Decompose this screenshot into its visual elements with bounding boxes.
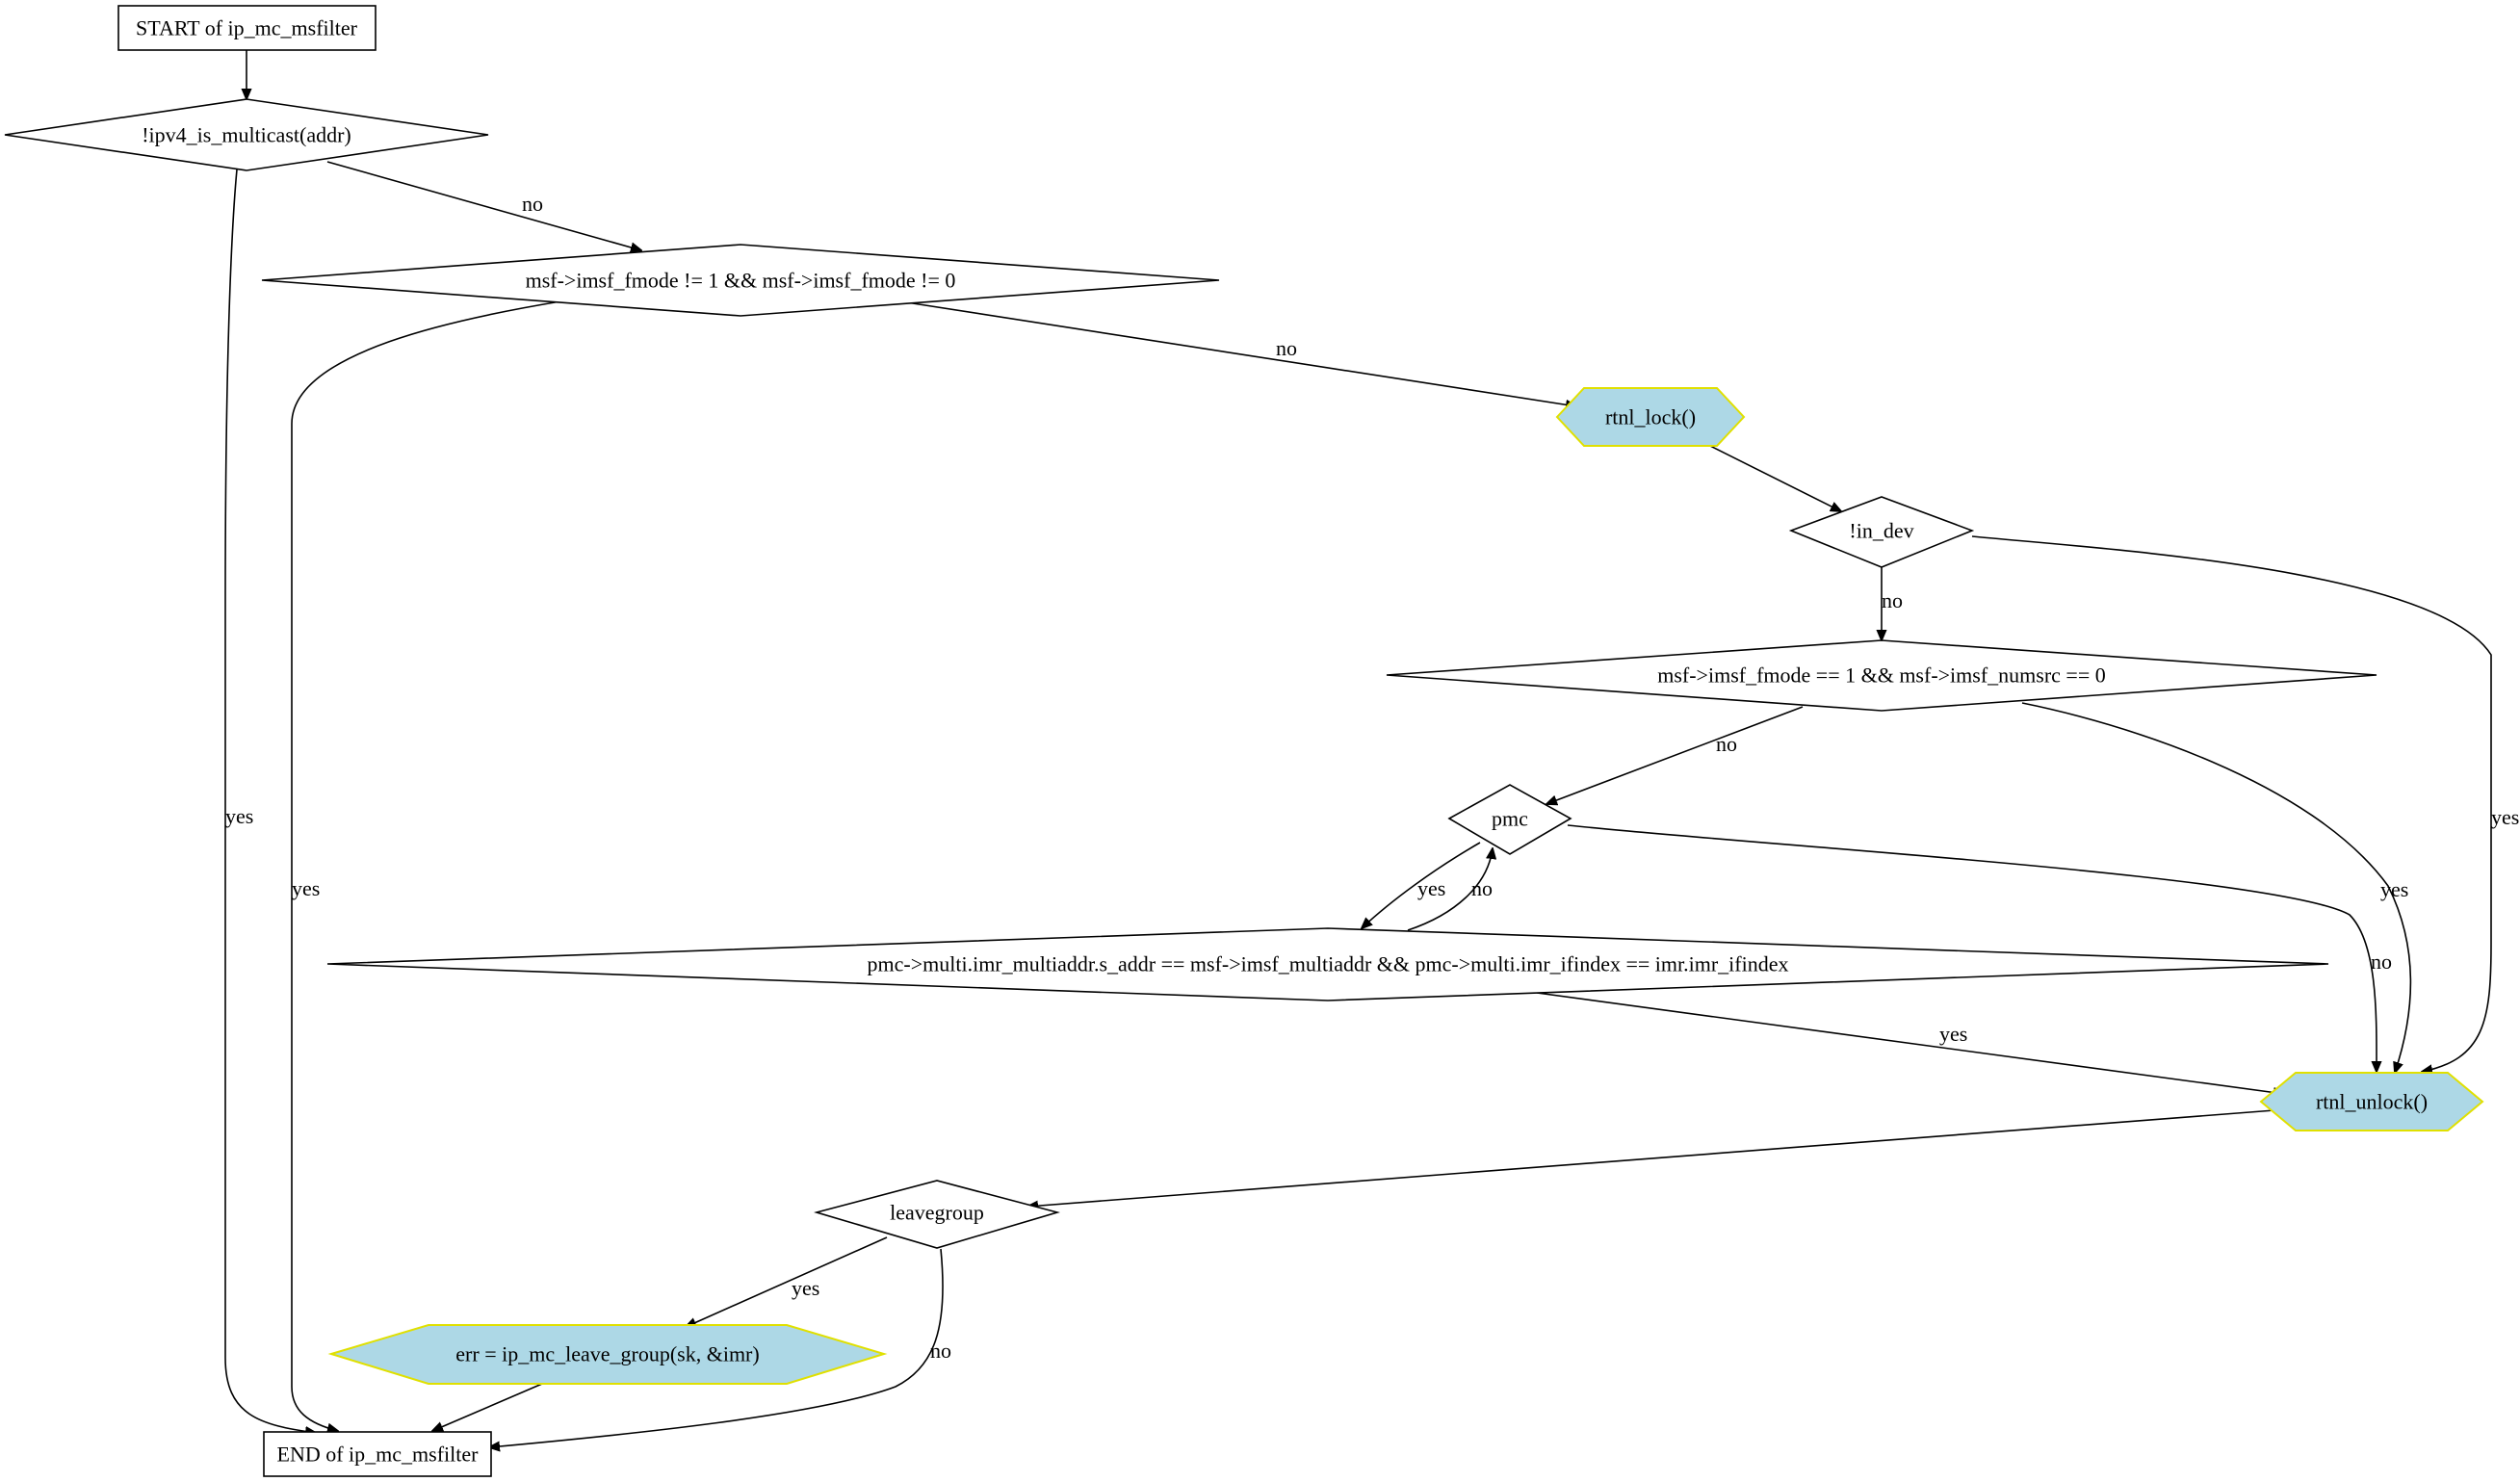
node-pmc: pmc (1447, 784, 1572, 855)
edge-leavegroup-no (489, 1248, 944, 1447)
edge-label-pmc-yes: yes (1417, 876, 1445, 900)
node-start-label: START of ip_mc_msfilter (136, 16, 358, 40)
node-leave-group-label: err = ip_mc_leave_group(sk, &imr) (455, 1342, 759, 1366)
edge-label-addr-no: no (1471, 876, 1493, 900)
edge-label-addr-yes: yes (1939, 1022, 1967, 1046)
edge-fmode-no (899, 300, 1576, 406)
edge-lock-to-indev (1703, 442, 1841, 511)
node-start: START of ip_mc_msfilter (117, 5, 377, 51)
edge-label-fmode-no: no (1276, 336, 1297, 360)
node-rtnl-unlock: rtnl_unlock() (2259, 1072, 2484, 1131)
edge-label-indev-no: no (1882, 588, 1903, 612)
edges: no yes no yes no yes no yes yes no no ye… (224, 50, 2519, 1447)
edge-label-leavegroup-no: no (930, 1339, 951, 1363)
edge-unlock-to-leavegroup (1027, 1109, 2275, 1207)
node-rtnl-lock-label: rtnl_lock() (1605, 405, 1696, 429)
edge-multicast-yes (224, 169, 316, 1433)
node-leave-group: err = ip_mc_leave_group(sk, &imr) (327, 1324, 888, 1385)
node-numsrc-check: msf->imsf_fmode == 1 && msf->imsf_numsrc… (1386, 639, 2377, 712)
edge-leavegroup-yes (686, 1236, 888, 1327)
edge-label-multicast-yes: yes (225, 804, 253, 828)
edge-label-pmc-no: no (2371, 949, 2392, 974)
node-leavegroup-label: leavegroup (890, 1201, 984, 1225)
edge-label-numsrc-no: no (1716, 732, 1737, 756)
edge-indev-yes (1971, 535, 2492, 1072)
node-in-dev-label: !in_dev (1849, 519, 1913, 543)
node-fmode-check: msf->imsf_fmode != 1 && msf->imsf_fmode … (261, 244, 1220, 317)
node-is-multicast-label: !ipv4_is_multicast(addr) (142, 123, 351, 147)
edge-pmc-no (1567, 824, 2377, 1072)
node-fmode-check-label: msf->imsf_fmode != 1 && msf->imsf_fmode … (526, 269, 956, 293)
node-leavegroup: leavegroup (814, 1180, 1060, 1249)
edge-fmode-yes (291, 300, 561, 1431)
node-in-dev: !in_dev (1788, 496, 1975, 568)
node-end-label: END of ip_mc_msfilter (277, 1443, 480, 1467)
node-end: END of ip_mc_msfilter (263, 1431, 492, 1477)
node-addr-check-label: pmc->multi.imr_multiaddr.s_addr == msf->… (868, 952, 1789, 976)
node-numsrc-check-label: msf->imsf_fmode == 1 && msf->imsf_numsrc… (1657, 663, 2106, 688)
edge-label-numsrc-yes: yes (2380, 877, 2408, 901)
edge-label-leavegroup-yes: yes (792, 1276, 819, 1300)
node-addr-check: pmc->multi.imr_multiaddr.s_addr == msf->… (326, 927, 2329, 1001)
edge-pmc-yes (1362, 842, 1481, 928)
node-is-multicast: !ipv4_is_multicast(addr) (4, 98, 489, 171)
node-rtnl-unlock-label: rtnl_unlock() (2316, 1090, 2428, 1114)
edge-addr-no (1407, 848, 1493, 931)
edge-leave-to-end (432, 1383, 543, 1431)
edge-addr-yes (1536, 992, 2284, 1094)
nodes: START of ip_mc_msfilter !ipv4_is_multica… (4, 5, 2484, 1477)
edge-label-multicast-no: no (522, 192, 543, 216)
edge-multicast-no (326, 161, 641, 250)
edge-numsrc-no (1546, 706, 1804, 804)
edge-numsrc-yes (2021, 702, 2412, 1073)
edge-label-indev-yes: yes (2491, 805, 2519, 829)
node-rtnl-lock: rtnl_lock() (1555, 387, 1746, 447)
edge-label-fmode-yes: yes (292, 876, 320, 900)
node-pmc-label: pmc (1492, 807, 1528, 831)
